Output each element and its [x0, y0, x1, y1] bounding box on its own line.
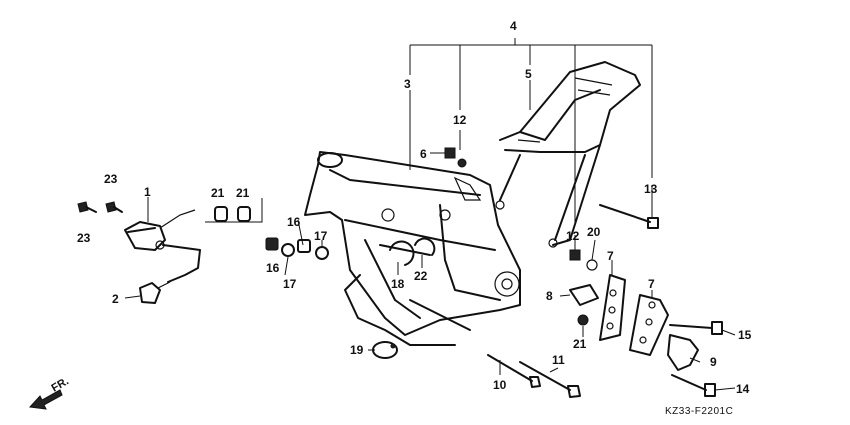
nuts-21: [205, 198, 263, 223]
long-bolts: [487, 204, 659, 398]
callout-23b: 23: [77, 231, 91, 245]
callout-8: 8: [546, 289, 553, 303]
rear-subframe: [495, 61, 641, 248]
front-direction-arrow-icon: FR.: [28, 375, 71, 410]
callout-12a: 12: [453, 113, 467, 127]
callout-21c: 21: [573, 337, 587, 351]
engine-mount-left: [569, 249, 626, 341]
callout-2: 2: [112, 292, 119, 306]
callout-23a: 23: [104, 172, 118, 186]
callout-labels: 1 2 3 4 5 6 7 7 8 9 10 11 12 12 13 14 15…: [77, 19, 752, 396]
callout-14: 14: [736, 382, 750, 396]
engine-mount-right: [629, 294, 723, 397]
group-4-bracket: [409, 38, 653, 225]
ignition-coil: [124, 209, 196, 251]
callout-9: 9: [710, 355, 717, 369]
leader-lines: [124, 80, 736, 391]
clamps: [389, 237, 436, 266]
band-19: [372, 341, 398, 359]
callout-5: 5: [525, 67, 532, 81]
callout-22: 22: [414, 269, 428, 283]
callout-17b: 17: [283, 277, 297, 291]
callout-17a: 17: [314, 229, 328, 243]
callout-20: 20: [587, 225, 601, 239]
callout-21b: 21: [236, 186, 250, 200]
callout-19: 19: [350, 343, 364, 357]
callout-10: 10: [493, 378, 507, 392]
callout-7b: 7: [648, 277, 655, 291]
callout-18: 18: [391, 277, 405, 291]
callout-1: 1: [144, 185, 151, 199]
bolts-23: [77, 201, 123, 213]
part-6: [444, 147, 467, 168]
callout-16a: 16: [287, 215, 301, 229]
main-frame: [304, 151, 521, 346]
callout-15: 15: [738, 328, 752, 342]
direction-label: FR.: [50, 375, 71, 394]
callout-3: 3: [404, 77, 411, 91]
spark-plug-cap: [139, 244, 201, 304]
callout-4: 4: [510, 19, 517, 33]
callout-7a: 7: [607, 249, 614, 263]
reference-code: KZ33-F2201C: [665, 406, 733, 417]
callout-12b: 12: [566, 229, 580, 243]
callout-6: 6: [420, 147, 427, 161]
callout-21a: 21: [211, 186, 225, 200]
callout-11: 11: [552, 353, 565, 367]
callout-13: 13: [644, 182, 658, 196]
callout-16b: 16: [266, 261, 280, 275]
